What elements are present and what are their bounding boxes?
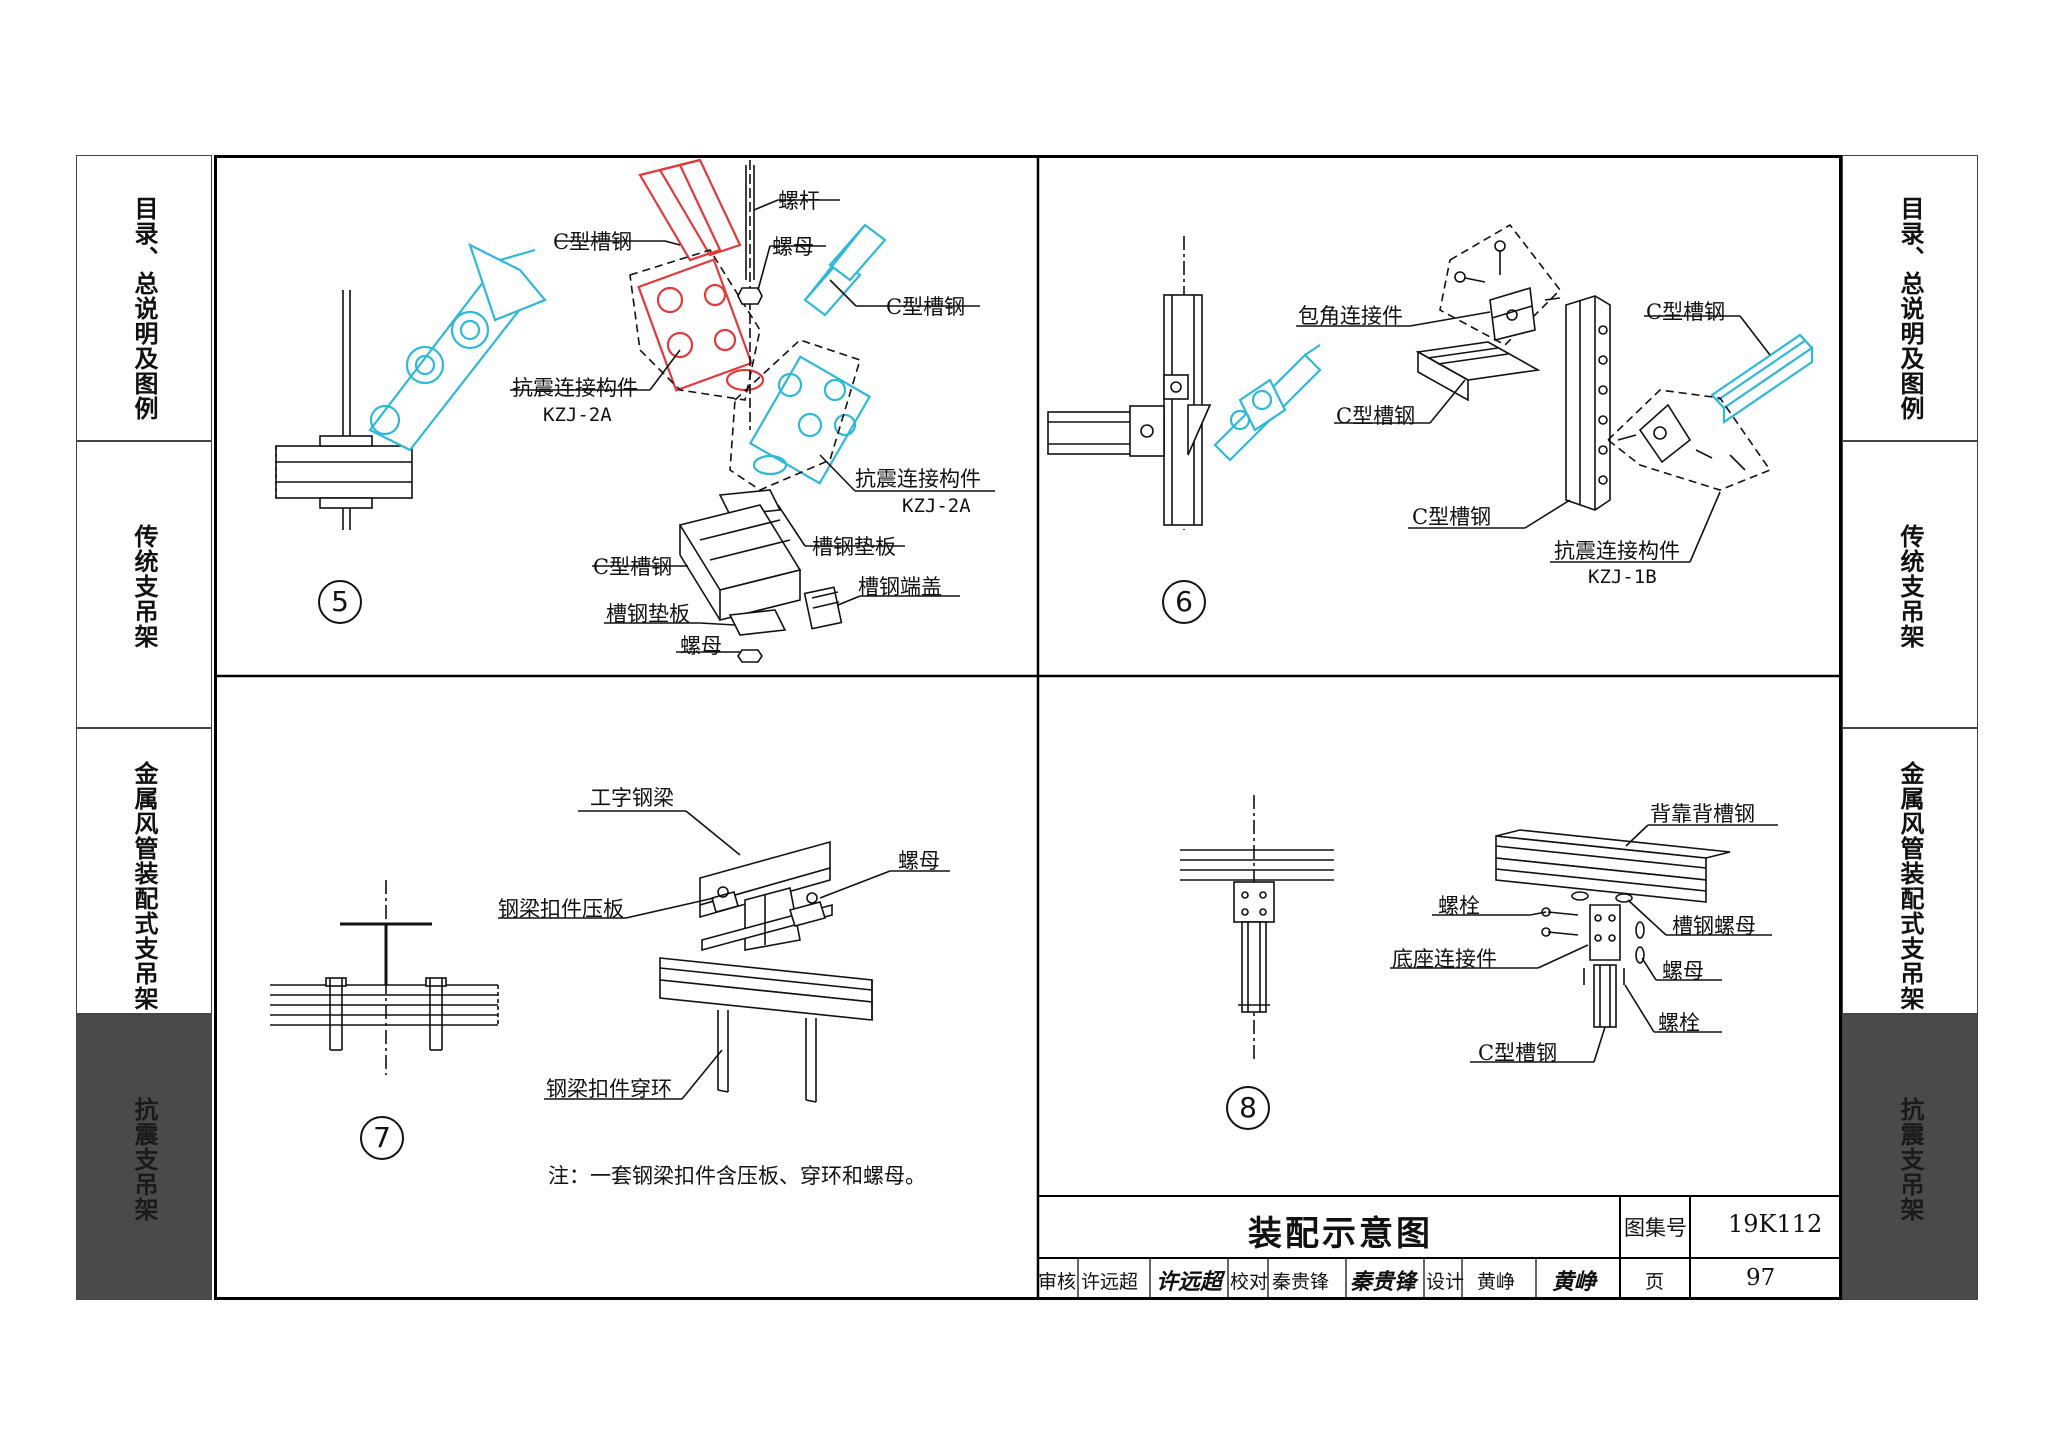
check-label: 校对 <box>1230 1271 1269 1293</box>
drawing-title: 装配示意图 <box>1248 1214 1433 1254</box>
label-channel-nut: 槽钢螺母 <box>1672 914 1756 938</box>
drawing-frame <box>214 155 1842 1300</box>
panel5-graphics <box>275 158 995 663</box>
reviewer-name: 许远超 <box>1081 1271 1139 1293</box>
design-label: 设计 <box>1426 1271 1465 1293</box>
label-c-channel-bottom: C型槽钢 <box>593 555 673 579</box>
panel7-note: 注：一套钢梁扣件含压板、穿环和螺母。 <box>548 1164 926 1188</box>
label-c-channel-top: C型槽钢 <box>553 230 633 254</box>
label-nut-8: 螺母 <box>1662 959 1704 983</box>
right-tab-seismic[interactable]: 抗震支吊架 <box>1842 1014 1978 1300</box>
page-number: 97 <box>1746 1265 1776 1291</box>
label-end-cap: 槽钢端盖 <box>858 575 942 599</box>
checker-signature: 秦贵锋 <box>1350 1269 1417 1295</box>
reviewer-signature: 许远超 <box>1156 1269 1223 1295</box>
label-screw-rod: 螺杆 <box>778 189 820 213</box>
title-block-lines <box>1038 1195 1842 1300</box>
label-corner-connector: 包角连接件 <box>1298 304 1403 328</box>
label-c-channel-low-6: C型槽钢 <box>1412 505 1492 529</box>
panel7-number: 7 <box>360 1116 404 1160</box>
left-tab-traditional[interactable]: 传统支吊架 <box>76 441 212 728</box>
label-i-beam: 工字钢梁 <box>590 786 674 810</box>
right-tab-traditional-label: 传统支吊架 <box>1896 524 1924 649</box>
label-c-channel-right: C型槽钢 <box>886 295 966 319</box>
left-tab-seismic-label: 抗震支吊架 <box>130 1097 158 1222</box>
label-nut-top: 螺母 <box>772 235 814 259</box>
panel6-number: 6 <box>1162 580 1206 624</box>
left-tab-seismic[interactable]: 抗震支吊架 <box>76 1014 212 1300</box>
label-seismic-connector-right: 抗震连接构件 <box>855 467 981 491</box>
panel8-graphics <box>1180 795 1778 1063</box>
label-seismic-connector-left: 抗震连接构件 <box>512 376 638 400</box>
review-label: 审核 <box>1038 1271 1077 1293</box>
panel7-graphics <box>270 810 950 1103</box>
label-base-connector: 底座连接件 <box>1392 947 1497 971</box>
label-channel-pad-bottom: 槽钢垫板 <box>606 602 690 626</box>
right-tab-traditional[interactable]: 传统支吊架 <box>1842 441 1978 728</box>
label-kzj-right: KZJ-2A <box>902 495 971 517</box>
label-c-channel-mid-6: C型槽钢 <box>1336 404 1416 428</box>
atlas-label: 图集号 <box>1624 1216 1687 1240</box>
label-bolt-top: 螺栓 <box>1438 894 1480 918</box>
right-tab-metal-duct[interactable]: 金属风管装配式支吊架 <box>1842 728 1978 1014</box>
label-clamp-plate: 钢梁扣件压板 <box>498 897 624 921</box>
right-tab-contents[interactable]: 目录、总说明及图例 <box>1842 155 1978 441</box>
left-tab-traditional-label: 传统支吊架 <box>130 524 158 649</box>
checker-name: 秦贵锋 <box>1272 1271 1330 1293</box>
label-kzj-6: KZJ-1B <box>1588 566 1657 588</box>
label-c-channel-right-6: C型槽钢 <box>1646 300 1726 324</box>
label-clamp-ring: 钢梁扣件穿环 <box>546 1077 672 1101</box>
label-bolt-bottom: 螺栓 <box>1658 1011 1700 1035</box>
left-tab-contents[interactable]: 目录、总说明及图例 <box>76 155 212 441</box>
label-seismic-connector-6: 抗震连接构件 <box>1554 539 1680 563</box>
label-nut-7: 螺母 <box>898 849 940 873</box>
panel5-number: 5 <box>318 580 362 624</box>
left-tab-contents-label: 目录、总说明及图例 <box>130 196 158 421</box>
label-back-to-back-channel: 背靠背槽钢 <box>1650 802 1755 826</box>
label-nut-bottom: 螺母 <box>680 634 722 658</box>
right-tab-contents-label: 目录、总说明及图例 <box>1896 196 1924 421</box>
label-kzj-left: KZJ-2A <box>543 404 612 426</box>
panel6-graphics <box>1047 223 1814 563</box>
designer-name: 黄峥 <box>1477 1271 1516 1293</box>
right-tab-seismic-label: 抗震支吊架 <box>1896 1097 1924 1222</box>
right-tab-metal-duct-label: 金属风管装配式支吊架 <box>1896 761 1924 1011</box>
panel8-number: 8 <box>1226 1086 1270 1130</box>
label-c-channel-8: C型槽钢 <box>1478 1041 1558 1065</box>
atlas-number: 19K112 <box>1728 1210 1823 1238</box>
page-label: 页 <box>1645 1271 1665 1293</box>
designer-signature: 黄峥 <box>1552 1269 1597 1295</box>
left-tab-metal-duct[interactable]: 金属风管装配式支吊架 <box>76 728 212 1014</box>
left-tab-metal-duct-label: 金属风管装配式支吊架 <box>130 761 158 1011</box>
label-channel-pad-top: 槽钢垫板 <box>812 535 896 559</box>
